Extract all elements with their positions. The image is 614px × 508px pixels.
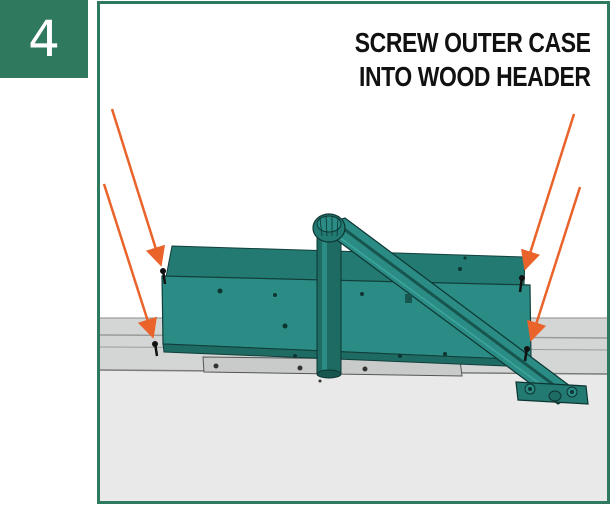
arrow-icon (110, 108, 166, 267)
arrow-icon (527, 186, 582, 342)
screw-icon (523, 346, 530, 362)
title-line-2: INTO WOOD HEADER (359, 61, 591, 92)
arrow-icon (102, 183, 157, 339)
screw-icon (152, 341, 159, 357)
door-closer-illustration (100, 108, 607, 501)
screw-icon (518, 275, 525, 293)
instruction-panel: SCREW OUTER CASE INTO WOOD HEADER (97, 1, 610, 504)
step-number-badge: 4 (0, 0, 88, 78)
screw-icon (160, 268, 167, 285)
spindle-arm (316, 230, 342, 375)
title-line-1: SCREW OUTER CASE (355, 27, 591, 58)
arrow-icon (520, 113, 576, 271)
instruction-title: SCREW OUTER CASE INTO WOOD HEADER (355, 26, 591, 94)
step-number: 4 (28, 10, 60, 68)
